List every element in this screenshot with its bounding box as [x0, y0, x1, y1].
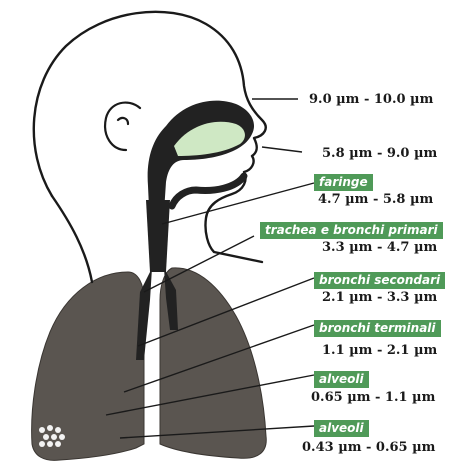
range-label-7: 0.65 µm - 1.1 µm — [311, 390, 435, 405]
range-label-5: 2.1 µm - 3.3 µm — [322, 290, 437, 305]
region-tag-bronchi-terminali: bronchi terminali — [314, 320, 441, 337]
region-tag-alveoli-1: alveoli — [314, 371, 369, 388]
mouth-airway — [172, 176, 244, 206]
region-tag-faringe: faringe — [314, 174, 373, 191]
region-tag-alveoli-2: alveoli — [314, 420, 369, 437]
back-of-neck — [52, 196, 92, 282]
region-tag-trachea: trachea e bronchi primari — [260, 222, 443, 239]
range-label-1: 9.0 µm - 10.0 µm — [309, 92, 433, 107]
leader-line-2 — [262, 147, 302, 152]
range-label-3: 4.7 µm - 5.8 µm — [318, 192, 433, 207]
trachea — [146, 200, 170, 272]
ear — [105, 103, 140, 150]
left-lung — [32, 272, 144, 460]
range-label-6: 1.1 µm - 2.1 µm — [322, 343, 437, 358]
range-label-4: 3.3 µm - 4.7 µm — [322, 240, 437, 255]
range-label-8: 0.43 µm - 0.65 µm — [302, 440, 435, 455]
region-tag-bronchi-secondari: bronchi secondari — [314, 272, 445, 289]
range-label-2: 5.8 µm - 9.0 µm — [322, 146, 437, 161]
